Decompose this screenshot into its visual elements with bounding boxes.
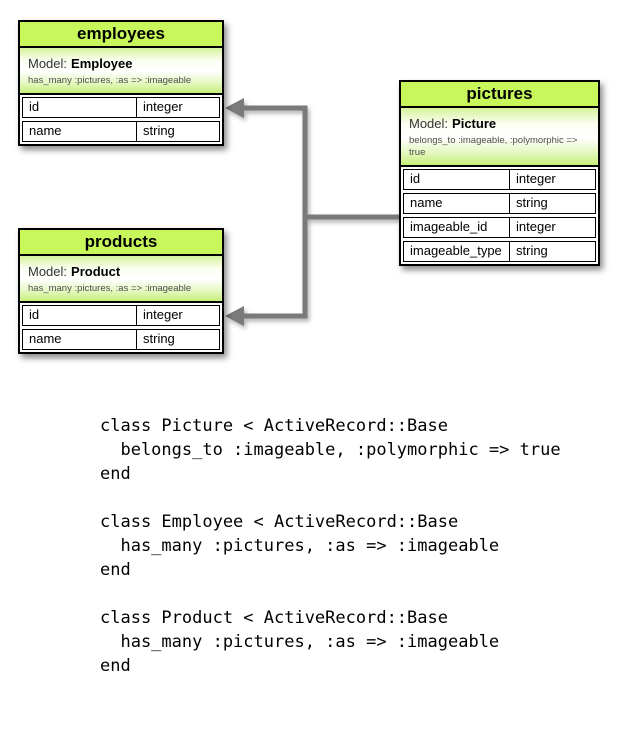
table-row: id integer [403, 169, 596, 190]
connector-branch-pictures [302, 214, 401, 220]
table-row: name string [22, 121, 220, 142]
code-line: has_many :pictures, :as => :imageable [100, 536, 500, 556]
model-association: has_many :pictures, :as => :imageable [28, 283, 192, 294]
code-line: class Picture < ActiveRecord::Base [100, 416, 448, 436]
table-pictures: pictures Model:Picture belongs_to :image… [399, 80, 600, 266]
column-field: imageable_id [404, 218, 510, 237]
column-type: string [143, 123, 175, 138]
column-field: name [23, 330, 137, 349]
code-line: end [100, 656, 131, 676]
code-line [100, 582, 561, 606]
table-pictures-model-section: Model:Picture belongs_to :imageable, :po… [401, 108, 598, 167]
model-label: Model: [28, 264, 68, 279]
model-line: Model:Employee [28, 55, 214, 72]
table-row: name string [22, 329, 220, 350]
table-employees-rows: id integer name string [20, 95, 222, 144]
table-row: id integer [22, 97, 220, 118]
code-line: class Employee < ActiveRecord::Base [100, 512, 459, 532]
connector-branch-employees [240, 105, 304, 111]
column-type: integer [143, 99, 183, 114]
code-line: belongs_to :imageable, :polymorphic => t… [100, 440, 561, 460]
code-line: end [100, 560, 131, 580]
column-field: name [404, 194, 510, 213]
table-products-rows: id integer name string [20, 303, 222, 352]
model-association: has_many :pictures, :as => :imageable [28, 75, 192, 86]
model-name: Product [71, 264, 121, 279]
column-field: name [23, 122, 137, 141]
model-line: Model:Product [28, 263, 214, 280]
arrowhead-employees-icon [225, 98, 244, 118]
column-type: integer [516, 219, 556, 234]
model-name: Employee [71, 56, 133, 71]
table-row: imageable_type string [403, 241, 596, 262]
table-pictures-title: pictures [401, 82, 598, 108]
table-row: name string [403, 193, 596, 214]
model-label: Model: [409, 116, 449, 131]
code-line: class Product < ActiveRecord::Base [100, 608, 448, 628]
table-employees-model-section: Model:Employee has_many :pictures, :as =… [20, 48, 222, 95]
connector-branch-products [240, 313, 304, 319]
table-row: id integer [22, 305, 220, 326]
table-products-model-section: Model:Product has_many :pictures, :as =>… [20, 256, 222, 303]
arrowhead-products-icon [225, 306, 244, 326]
table-row: imageable_id integer [403, 217, 596, 238]
model-association: belongs_to :imageable, :polymorphic => t… [409, 135, 578, 158]
table-pictures-rows: id integer name string imageable_id inte… [401, 167, 598, 264]
code-line: has_many :pictures, :as => :imageable [100, 632, 500, 652]
column-field: id [23, 98, 137, 117]
model-name: Picture [452, 116, 497, 131]
table-products: products Model:Product has_many :picture… [18, 228, 224, 354]
column-type: integer [143, 307, 183, 322]
code-line [100, 486, 561, 510]
table-employees: employees Model:Employee has_many :pictu… [18, 20, 224, 146]
column-type: string [516, 243, 548, 258]
column-type: integer [516, 171, 556, 186]
code-line: end [100, 464, 131, 484]
column-field: id [404, 170, 510, 189]
column-type: string [516, 195, 548, 210]
connector-trunk-line [302, 105, 308, 319]
table-employees-title: employees [20, 22, 222, 48]
ruby-code-block: class Picture < ActiveRecord::Base belon… [100, 414, 561, 678]
column-type: string [143, 331, 175, 346]
table-products-title: products [20, 230, 222, 256]
column-field: imageable_type [404, 242, 510, 261]
model-line: Model:Picture [409, 115, 590, 132]
model-label: Model: [28, 56, 68, 71]
column-field: id [23, 306, 137, 325]
